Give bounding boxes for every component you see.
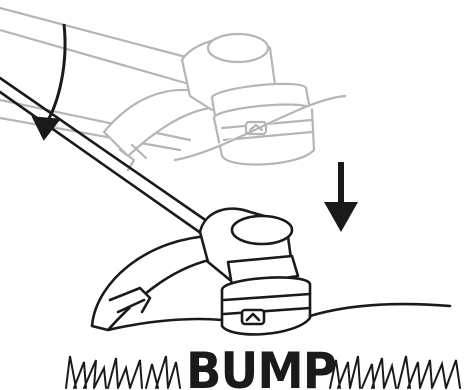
trimmer-raised-ghost — [0, 8, 345, 170]
down-arrow-icon — [324, 162, 358, 232]
bump-label: BUMP — [186, 342, 336, 390]
